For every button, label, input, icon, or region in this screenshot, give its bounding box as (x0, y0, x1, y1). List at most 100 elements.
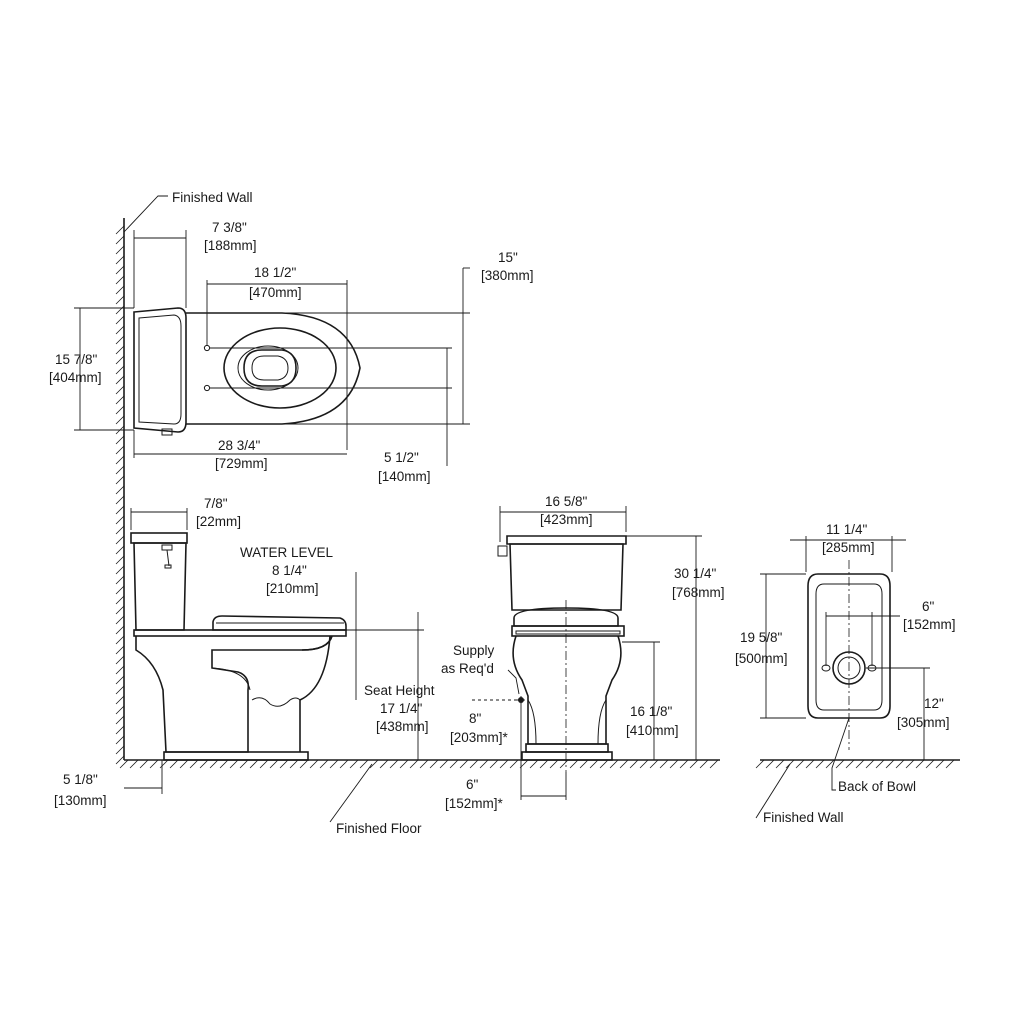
hatch-line (679, 759, 689, 769)
hatch-line (409, 759, 419, 769)
hatch-line (935, 759, 945, 769)
dim-bolt-offset-met: [152mm] (903, 617, 956, 632)
supply-as-req-label: as Req'd (441, 661, 494, 676)
dim-seat-height-imp: 17 1/4" (380, 701, 423, 716)
hatch-line (115, 285, 125, 295)
hatch-line (339, 759, 349, 769)
hatch-line (589, 759, 599, 769)
dim-seat-width-imp: 15" (498, 250, 518, 265)
hatch-line (399, 759, 409, 769)
dim-water-level-met: [210mm] (266, 581, 319, 596)
hatch-line (669, 759, 679, 769)
hatch-line (439, 759, 449, 769)
dim-overall-height: 30 1/4" [768mm] (626, 535, 725, 760)
hatch-line (915, 759, 925, 769)
dim-rough-in: 12" [305mm] (866, 667, 950, 760)
hatch-line (115, 405, 125, 415)
hatch-line (115, 755, 125, 765)
dim-supply-offset-met: [152mm]* (445, 796, 504, 811)
seat-height-label: Seat Height (364, 683, 435, 698)
hatch-line (115, 565, 125, 575)
dim-overall-height-imp: 30 1/4" (674, 566, 717, 581)
hatch-line (219, 759, 229, 769)
dim-tank-offset-met: [188mm] (204, 238, 257, 253)
dim-base-width-met: [285mm] (822, 540, 875, 555)
hatch-line (709, 759, 719, 769)
hatch-line (115, 655, 125, 665)
hatch-line (115, 225, 125, 235)
hatch-line (529, 759, 539, 769)
hatch-line (359, 759, 369, 769)
hatch-line (815, 759, 825, 769)
hatch-line (499, 759, 509, 769)
hatch-line (115, 375, 125, 385)
hatch-line (209, 759, 219, 769)
dim-seat-height-met: [438mm] (376, 719, 429, 734)
callout-finished-floor-text: Finished Floor (336, 821, 422, 836)
hatch-line (549, 759, 559, 769)
dim-rough-in-met: [305mm] (897, 715, 950, 730)
hatch-line (249, 759, 259, 769)
hatch-line (115, 395, 125, 405)
dim-bolt-offset-imp: 6" (922, 599, 935, 614)
hatch-line (229, 759, 239, 769)
dim-rim-height-met: [410mm] (626, 723, 679, 738)
hatch-line (199, 759, 209, 769)
hatch-line (115, 645, 125, 655)
hatch-line (115, 615, 125, 625)
hatch-line (115, 255, 125, 265)
hatch-line (115, 345, 125, 355)
dim-base-depth-met: [500mm] (735, 651, 788, 666)
hatch-line (489, 759, 499, 769)
dim-bowl-length-met: [470mm] (249, 285, 302, 300)
hatch-line (835, 759, 845, 769)
hatch-line (115, 245, 125, 255)
dim-overall-width: 15 7/8" [404mm] (49, 307, 134, 431)
base-view (807, 560, 891, 750)
dim-supply-height-imp: 8" (469, 711, 482, 726)
hatch-line (825, 759, 835, 769)
dim-overall-length-met: [729mm] (215, 456, 268, 471)
dim-base-offset-imp: 5 1/8" (63, 772, 98, 787)
hatch-line (599, 759, 609, 769)
dim-base-width: 11 1/4" [285mm] (790, 522, 906, 572)
hatch-line (115, 325, 125, 335)
hatch-line (115, 515, 125, 525)
hatch-line (885, 759, 895, 769)
hatch-line (239, 759, 249, 769)
side-view (130, 532, 347, 761)
hatch-line (115, 715, 125, 725)
hatch-line (319, 759, 329, 769)
hatch-line (389, 759, 399, 769)
hatch-line (115, 265, 125, 275)
finished-floor-right (755, 759, 960, 769)
dim-supply-height-met: [203mm]* (450, 730, 509, 745)
hatch-line (129, 759, 139, 769)
callout-finished-wall-top-text: Finished Wall (172, 190, 253, 205)
hatch-line (805, 759, 815, 769)
dim-tank-width-imp: 16 5/8" (545, 494, 588, 509)
dim-seat-height: Seat Height 17 1/4" [438mm] (346, 612, 435, 760)
hatch-line (115, 735, 125, 745)
dim-overall-height-met: [768mm] (672, 585, 725, 600)
hatch-line (329, 759, 339, 769)
hatch-line (115, 235, 125, 245)
hatch-line (115, 545, 125, 555)
dim-water-level-imp: 8 1/4" (272, 563, 307, 578)
dim-rim-height: 16 1/8" [410mm] (622, 641, 679, 760)
dim-overall-length: 28 3/4" [729mm] (133, 430, 347, 471)
hatch-line (115, 625, 125, 635)
hatch-line (115, 275, 125, 285)
water-level-label: WATER LEVEL (240, 545, 334, 560)
dim-bowl-length-imp: 18 1/2" (254, 265, 297, 280)
hatch-line (755, 759, 765, 769)
dim-bolt-spacing: 5 1/2" [140mm] (210, 347, 452, 484)
hatch-line (875, 759, 885, 769)
finished-wall-left (115, 218, 125, 765)
dim-lever-offset: 7/8" [22mm] (130, 496, 241, 530)
hatch-line (115, 335, 125, 345)
callout-back-of-bowl-text: Back of Bowl (838, 779, 916, 794)
dim-water-level: WATER LEVEL 8 1/4" [210mm] (240, 545, 357, 700)
dim-bolt-spacing-met: [140mm] (378, 469, 431, 484)
